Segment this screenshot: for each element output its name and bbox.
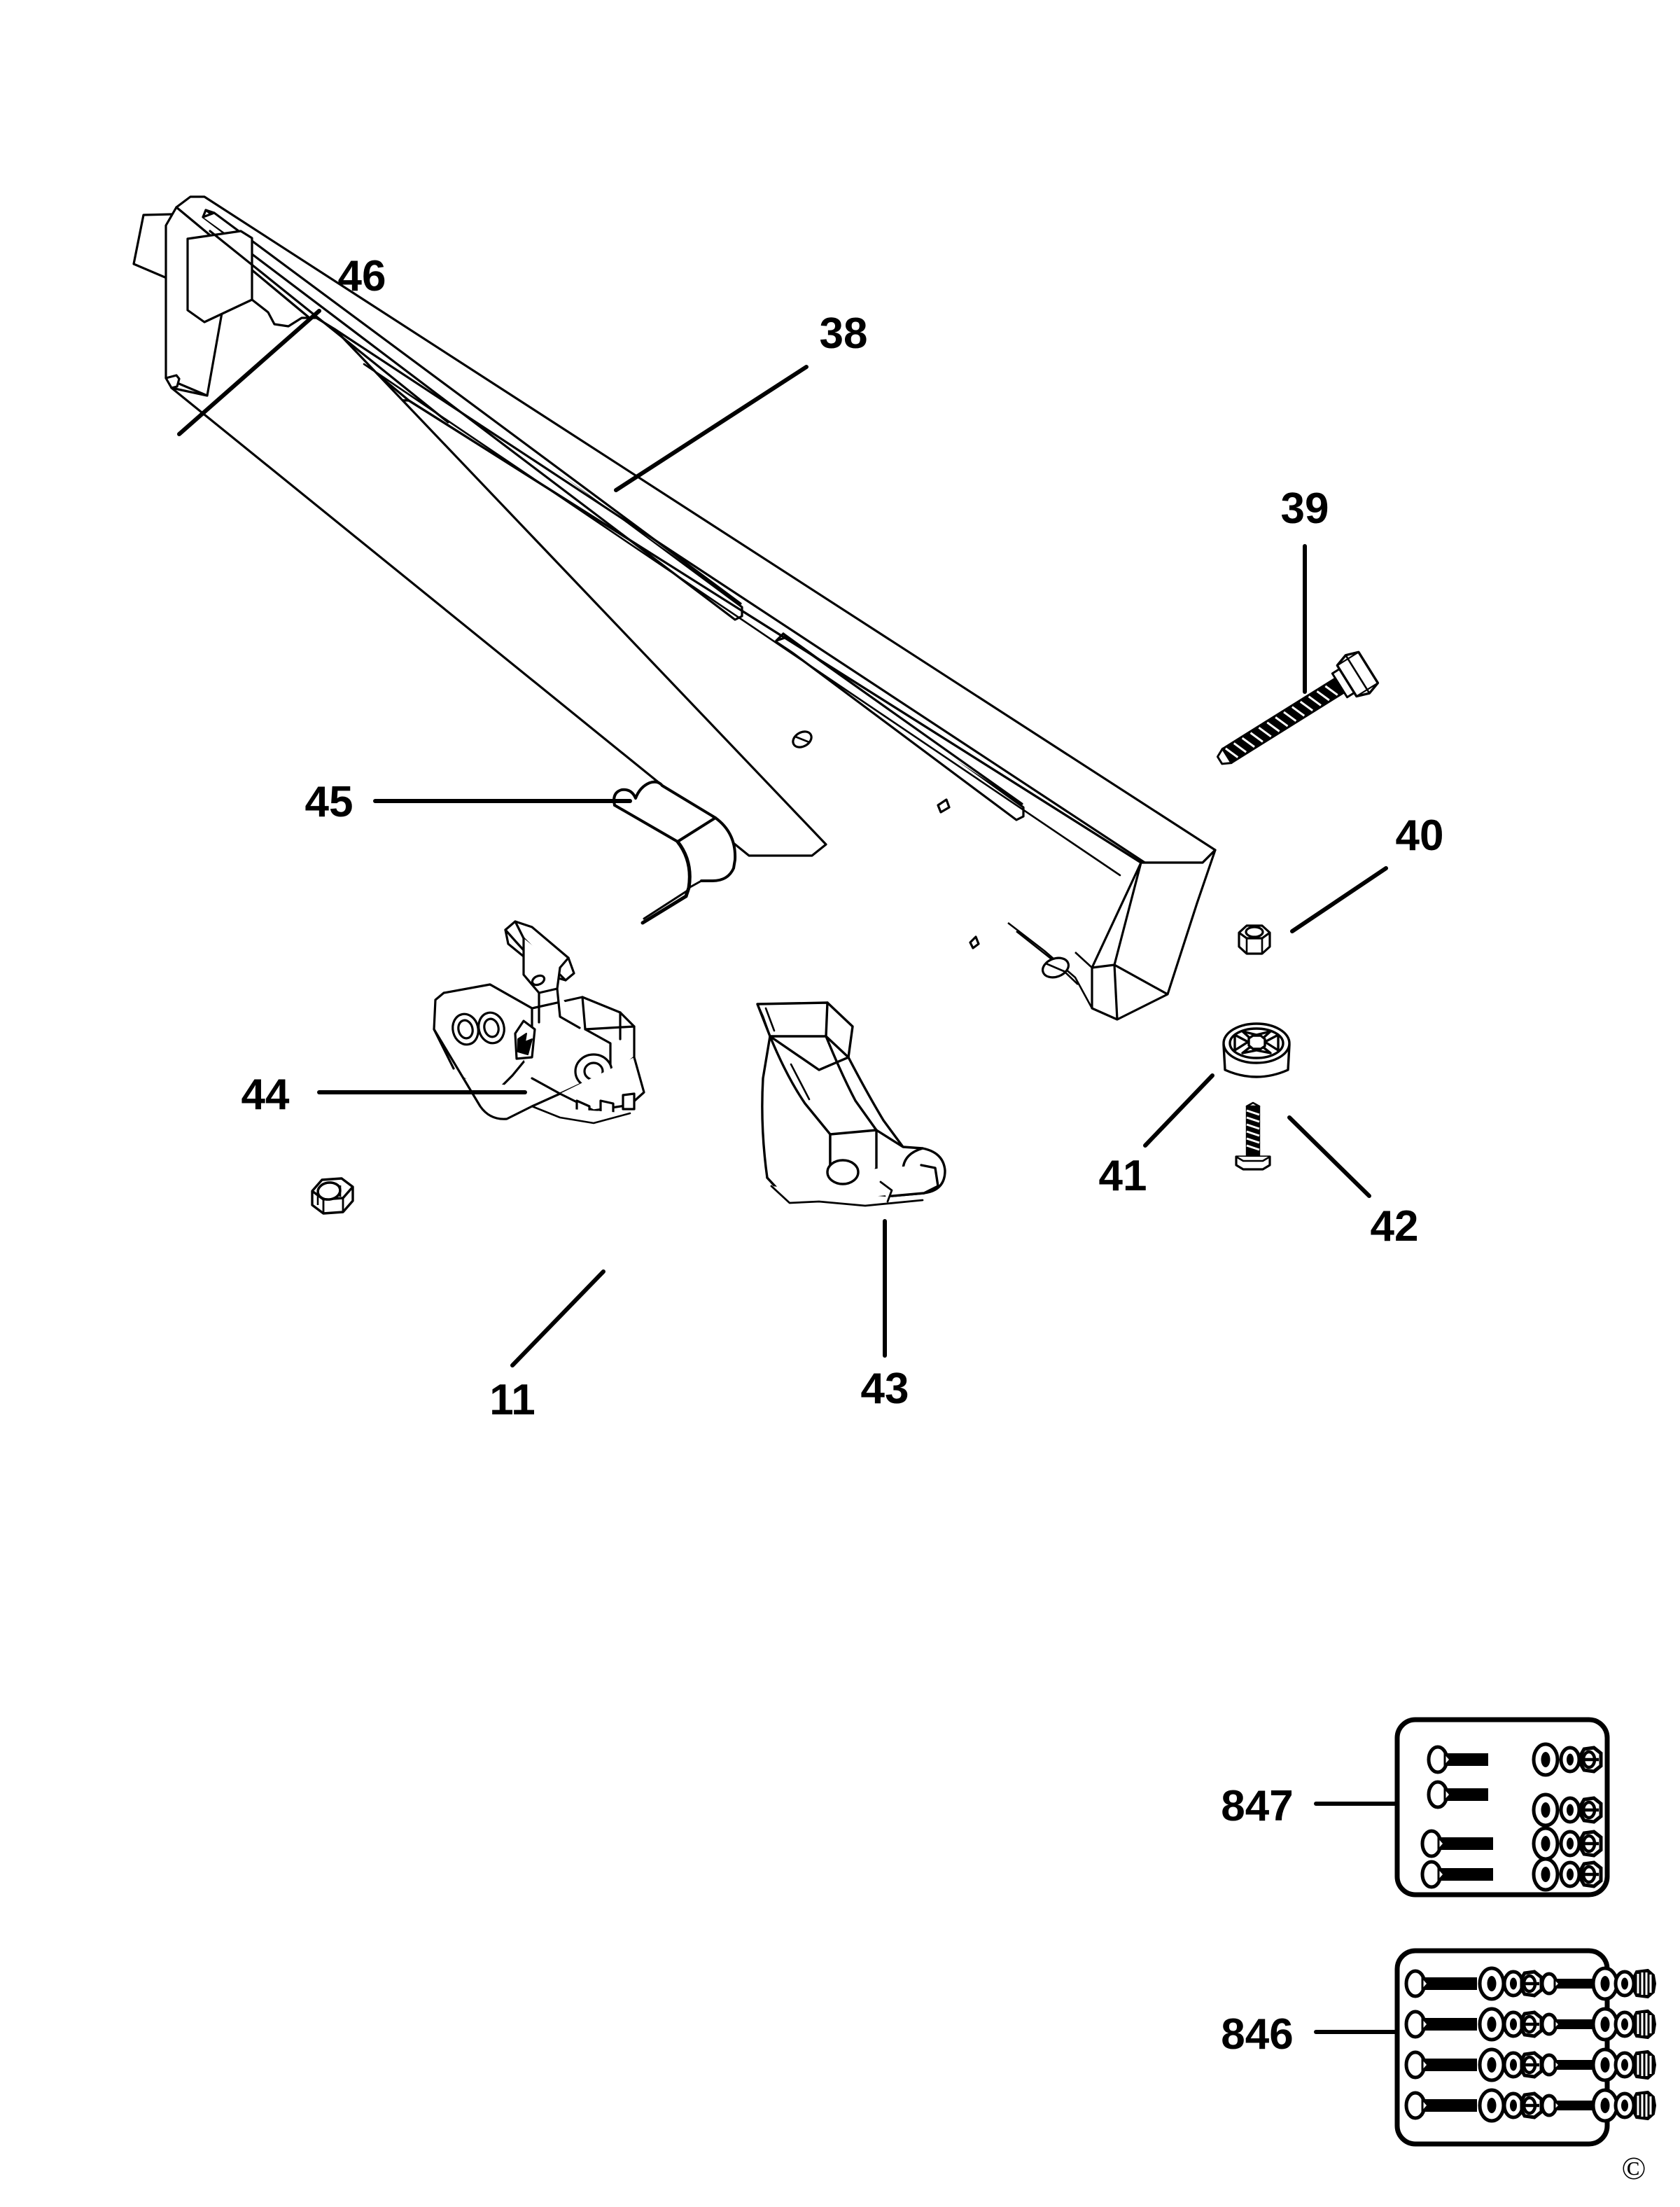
callout-label-45: 45 bbox=[305, 778, 354, 826]
callout-label-40: 40 bbox=[1396, 812, 1444, 860]
callout-label-46: 46 bbox=[338, 252, 386, 300]
part-38-main-beam-rail bbox=[164, 195, 1217, 877]
callout-leaders bbox=[177, 309, 1399, 2034]
callout-label-41: 41 bbox=[1099, 1152, 1147, 1200]
copyright-symbol: © bbox=[1622, 2150, 1646, 2186]
leader-41 bbox=[1143, 1073, 1214, 1148]
part-40-lock-nut bbox=[1238, 924, 1271, 955]
callout-label-39: 39 bbox=[1281, 485, 1329, 533]
leader-38 bbox=[614, 365, 808, 492]
callout-label-38: 38 bbox=[820, 309, 868, 358]
part-42-flange-bolt bbox=[1235, 1101, 1271, 1171]
callout-label-847: 847 bbox=[1221, 1782, 1293, 1830]
part-41-adjusting-knob bbox=[1222, 1022, 1291, 1078]
part-45-spring-retainer-clip bbox=[612, 780, 737, 925]
leader-42 bbox=[1287, 1115, 1371, 1198]
part-38-end-bracket bbox=[969, 849, 1217, 1021]
leader-11 bbox=[510, 1269, 606, 1367]
part-39-hex-head-bolt bbox=[1216, 650, 1380, 765]
leader-46 bbox=[177, 309, 321, 436]
callout-label-42: 42 bbox=[1371, 1202, 1419, 1251]
hardware-kit-847 bbox=[1394, 1717, 1610, 1898]
callout-label-43: 43 bbox=[861, 1365, 909, 1413]
part-43-clamp-bracket bbox=[756, 1001, 946, 1207]
leader-40 bbox=[1290, 866, 1388, 933]
part-11-hex-lock-nut bbox=[311, 1177, 354, 1215]
hardware-kit-846 bbox=[1394, 1948, 1656, 2147]
callout-label-11: 11 bbox=[489, 1376, 536, 1424]
callout-label-44: 44 bbox=[241, 1071, 290, 1119]
kit-846-box bbox=[1394, 1948, 1610, 2147]
callout-label-846: 846 bbox=[1221, 2010, 1293, 2059]
part-44-guide-carriage-assembly bbox=[433, 920, 645, 1125]
